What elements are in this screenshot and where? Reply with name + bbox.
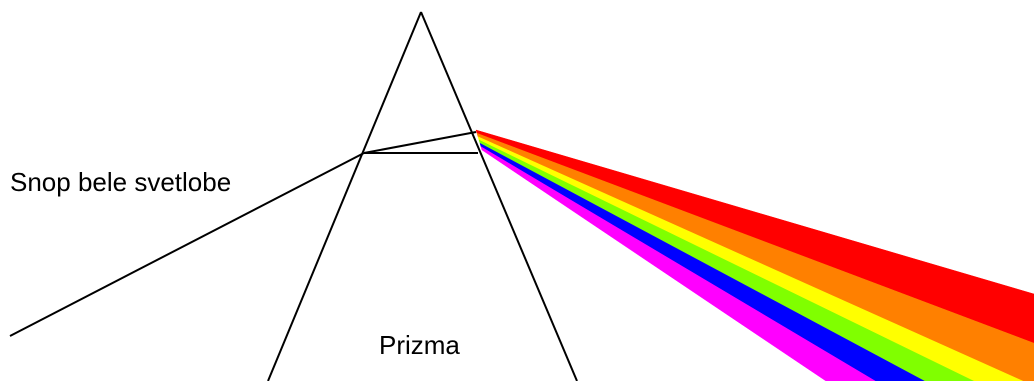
spectrum-band-orange (476, 132, 1034, 381)
refracted-ray-upper (363, 131, 477, 154)
spectrum-fan (475, 129, 1034, 381)
spectrum-band-blue (479, 142, 925, 381)
spectrum-band-yellow (477, 136, 1023, 381)
spectrum-band-red (475, 129, 1034, 344)
spectrum-band-magenta (480, 146, 876, 381)
prism-right-edge (420, 11, 578, 381)
prism-left-edge (267, 11, 422, 381)
white-light-beam-label: Snop bele svetlobe (10, 167, 232, 197)
spectrum-band-green (478, 139, 974, 381)
incident-ray (9, 152, 365, 337)
prism-label: Prizma (379, 330, 460, 360)
